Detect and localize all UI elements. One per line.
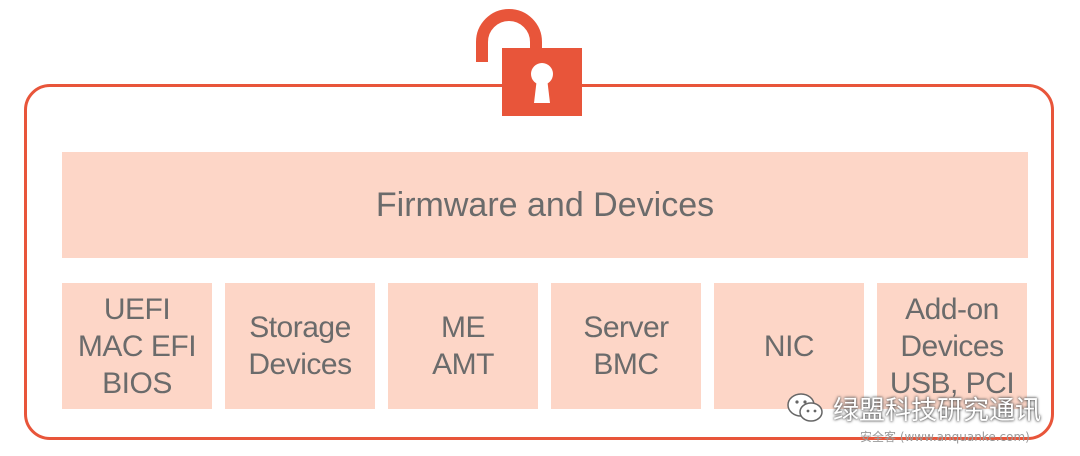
component-server-bmc: Server BMC	[551, 283, 701, 409]
component-line: AMT	[432, 348, 494, 381]
component-line: Storage	[249, 311, 351, 344]
component-line: BMC	[593, 348, 659, 381]
component-nic: NIC	[714, 283, 864, 409]
component-line: Devices	[900, 329, 1004, 363]
component-line: Server	[583, 311, 669, 344]
component-uefi: UEFI MAC EFI BIOS	[62, 283, 212, 409]
watermark-text: 绿盟科技研究通讯	[833, 395, 1042, 426]
diagram-title: Firmware and Devices	[375, 185, 715, 224]
component-line: USB, PCI	[889, 366, 1015, 400]
component-line: UEFI	[103, 292, 171, 326]
component-storage: Storage Devices	[225, 283, 375, 409]
component-line: ME	[441, 311, 486, 344]
component-line: Devices	[248, 348, 352, 381]
component-line: Add-on	[905, 292, 999, 326]
wechat-icon	[787, 393, 823, 422]
component-line: BIOS	[102, 366, 172, 400]
watermark: 绿盟科技研究通讯	[785, 388, 1041, 428]
component-line: NIC	[763, 329, 815, 363]
firmware-devices-header: Firmware and Devices	[62, 152, 1028, 258]
component-addon-devices: Add-on Devices USB, PCI	[877, 283, 1027, 409]
watermark-subtext: 安全客 (www.anquanke.com)	[860, 430, 1030, 444]
component-line: MAC EFI	[77, 329, 197, 363]
component-me-amt: ME AMT	[388, 283, 538, 409]
unlocked-padlock-icon	[476, 9, 582, 116]
